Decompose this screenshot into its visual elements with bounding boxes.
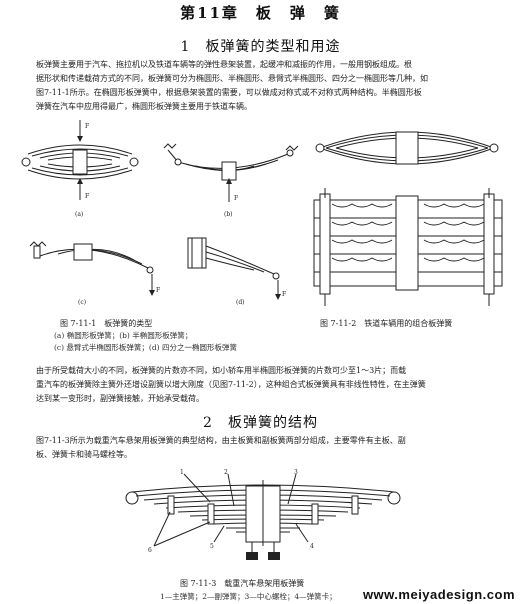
part-number-5: 5	[210, 543, 214, 550]
paragraph-line: 图7-11-1所示。在椭圆形板弹簧中，根据悬架装置的需要，可以做成对称式或不对称…	[36, 88, 422, 97]
figure-7-11-1-caption: 图 7-11-1 板弹簧的类型	[60, 319, 153, 328]
force-label-b: F	[234, 195, 238, 202]
figure-label-c: (c)	[78, 299, 86, 306]
force-label-c: F	[156, 287, 160, 294]
cantilever-spring-drawing	[29, 241, 155, 296]
paragraph-line: 重汽车的板弹簧除主簧外还增设副簧以增大刚度（见图7-11-2），这种组合式板弹簧…	[36, 380, 426, 389]
leader-lines	[153, 473, 309, 547]
semi-elliptic-spring-drawing	[163, 143, 299, 202]
paragraph-line: 达到某一变形时，副弹簧接触，开始承受载荷。	[36, 394, 204, 403]
paragraph-line: 图7-11-3所示为载重汽车悬架用板弹簧的典型结构，由主板簧和副板簧两部分组成，…	[36, 436, 406, 445]
quarter-elliptic-spring-drawing	[187, 237, 281, 300]
figure-label-d: (d)	[236, 299, 245, 306]
figure-7-11-1-subcaption-2: (c) 悬臂式半椭圆形板弹簧；(d) 四分之一椭圆形板弹簧	[54, 343, 237, 352]
figure-label-a: (a)	[75, 211, 83, 218]
figure-7-11-3-caption: 图 7-11-3 载重汽车悬架用板弹簧	[180, 579, 305, 588]
figure-7-11-3-drawing: 1 2 3 4 5 6	[125, 469, 401, 560]
elliptic-spring-drawing	[21, 120, 139, 200]
part-number-4: 4	[310, 543, 314, 550]
section-1-title: 1 板弹簧的类型和用途	[180, 39, 341, 55]
paragraph-line: 由于所受载荷大小的不同，板弹簧的片数亦不同，如小轿车用半椭圆形板弹簧的片数可少至…	[36, 366, 407, 375]
part-number-2: 2	[224, 469, 228, 476]
figure-7-11-2-caption: 图 7-11-2 铁道车辆用的组合板弹簧	[320, 319, 453, 328]
railway-spring-top-view	[315, 131, 499, 165]
figure-7-11-1-drawing: (a) F F (b) F (c) F	[21, 120, 299, 306]
load-paragraph: 由于所受载荷大小的不同，板弹簧的片数亦不同，如小轿车用半椭圆形板弹簧的片数可少至…	[36, 364, 506, 406]
force-label-bottom: F	[85, 193, 89, 200]
figure-7-11-3-legend: 1—主弹簧；2—副弹簧；3—中心螺栓；4—弹簧卡；	[160, 592, 337, 601]
chapter-title: 第11章 板 弹 簧	[180, 4, 341, 22]
force-label-top: F	[85, 123, 89, 130]
part-number-1: 1	[180, 469, 184, 476]
section-1-paragraph: 板弹簧主要用于汽车、拖拉机以及铁道车辆等的弹性悬架装置，起缓冲和减振的作用，一般…	[36, 58, 506, 114]
figure-label-b: (b)	[224, 211, 233, 218]
paragraph-line: 据形状和传递载荷方式的不同，板弹簧可分为椭圆形、半椭圆形、悬臂式半椭圆形、四分之…	[36, 74, 428, 83]
force-label-d: F	[282, 291, 286, 298]
figure-7-11-1-subcaption-1: (a) 椭圆形板弹簧；(b) 半椭圆形板弹簧；	[54, 331, 193, 340]
part-number-6: 6	[148, 547, 152, 554]
section-2-paragraph: 图7-11-3所示为载重汽车悬架用板弹簧的典型结构，由主板簧和副板簧两部分组成，…	[36, 434, 506, 462]
railway-spring-front-view	[313, 188, 503, 306]
paragraph-line: 板弹簧主要用于汽车、拖拉机以及铁道车辆等的弹性悬架装置，起缓冲和减振的作用，一般…	[36, 60, 412, 69]
paragraph-line: 板、弹簧卡和骑马螺栓等。	[36, 450, 132, 459]
truck-spring-drawing	[125, 480, 401, 560]
part-number-3: 3	[294, 469, 298, 476]
watermark-text: www.meiyadesign.com	[362, 587, 515, 602]
figure-7-11-2-drawing	[313, 131, 503, 306]
paragraph-line: 弹簧在汽车中应用得最广，椭圆形板弹簧主要用于铁道车辆。	[36, 102, 252, 111]
section-2-title: 2 板弹簧的结构	[203, 415, 318, 431]
